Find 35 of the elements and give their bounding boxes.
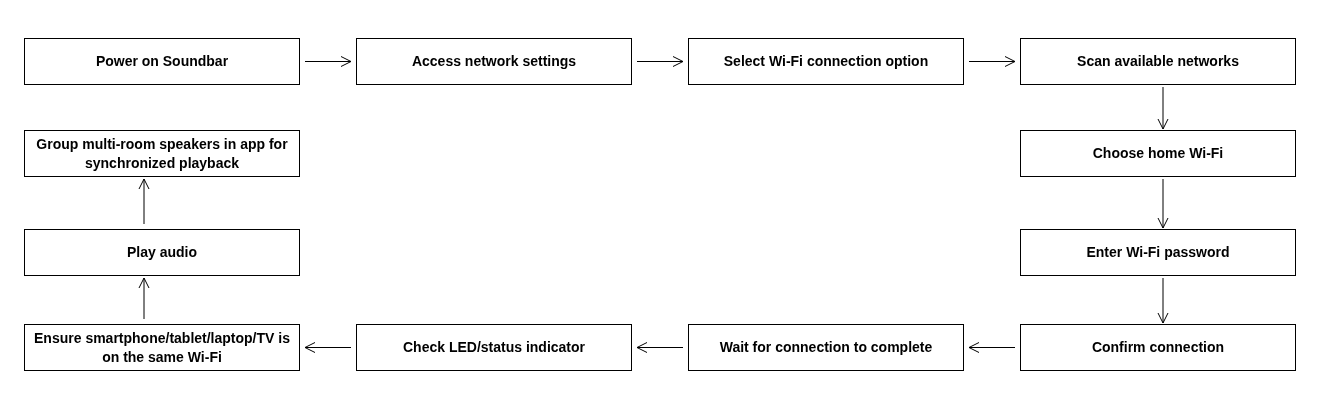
step-label: Choose home Wi-Fi xyxy=(1092,144,1224,163)
step-label: Power on Soundbar xyxy=(95,52,229,71)
arrow xyxy=(304,342,352,353)
step-label: Ensure smartphone/tablet/laptop/TV is on the same Wi-Fi xyxy=(33,329,291,366)
arrow xyxy=(1157,86,1169,130)
process-box xyxy=(356,38,632,85)
process-box xyxy=(1020,38,1296,85)
process-box xyxy=(1020,130,1296,177)
step-label: Access network settings xyxy=(411,52,577,71)
arrow xyxy=(636,342,684,353)
step-label: Select Wi-Fi connection option xyxy=(723,52,929,71)
step-label: Confirm connection xyxy=(1091,338,1225,357)
step-label: Enter Wi-Fi password xyxy=(1086,243,1230,262)
process-box xyxy=(688,324,964,371)
arrow xyxy=(138,178,150,225)
arrow xyxy=(1157,178,1169,229)
step-label: Wait for connection to complete xyxy=(719,338,933,357)
step-label: Play audio xyxy=(127,243,197,262)
step-label: Group multi-room speakers in app for synchronized playback xyxy=(35,135,289,172)
process-box xyxy=(1020,324,1296,371)
arrow xyxy=(1157,277,1169,324)
process-box xyxy=(688,38,964,85)
arrow xyxy=(304,56,352,67)
process-box xyxy=(1020,229,1296,276)
arrow xyxy=(968,342,1016,353)
process-box xyxy=(24,229,300,276)
arrow xyxy=(636,56,684,67)
process-box xyxy=(356,324,632,371)
arrow xyxy=(968,56,1016,67)
process-box xyxy=(24,130,300,177)
step-label: Check LED/status indicator xyxy=(402,338,585,357)
process-box xyxy=(24,324,300,371)
step-label: Scan available networks xyxy=(1077,52,1239,71)
process-box xyxy=(24,38,300,85)
arrow xyxy=(138,277,150,320)
